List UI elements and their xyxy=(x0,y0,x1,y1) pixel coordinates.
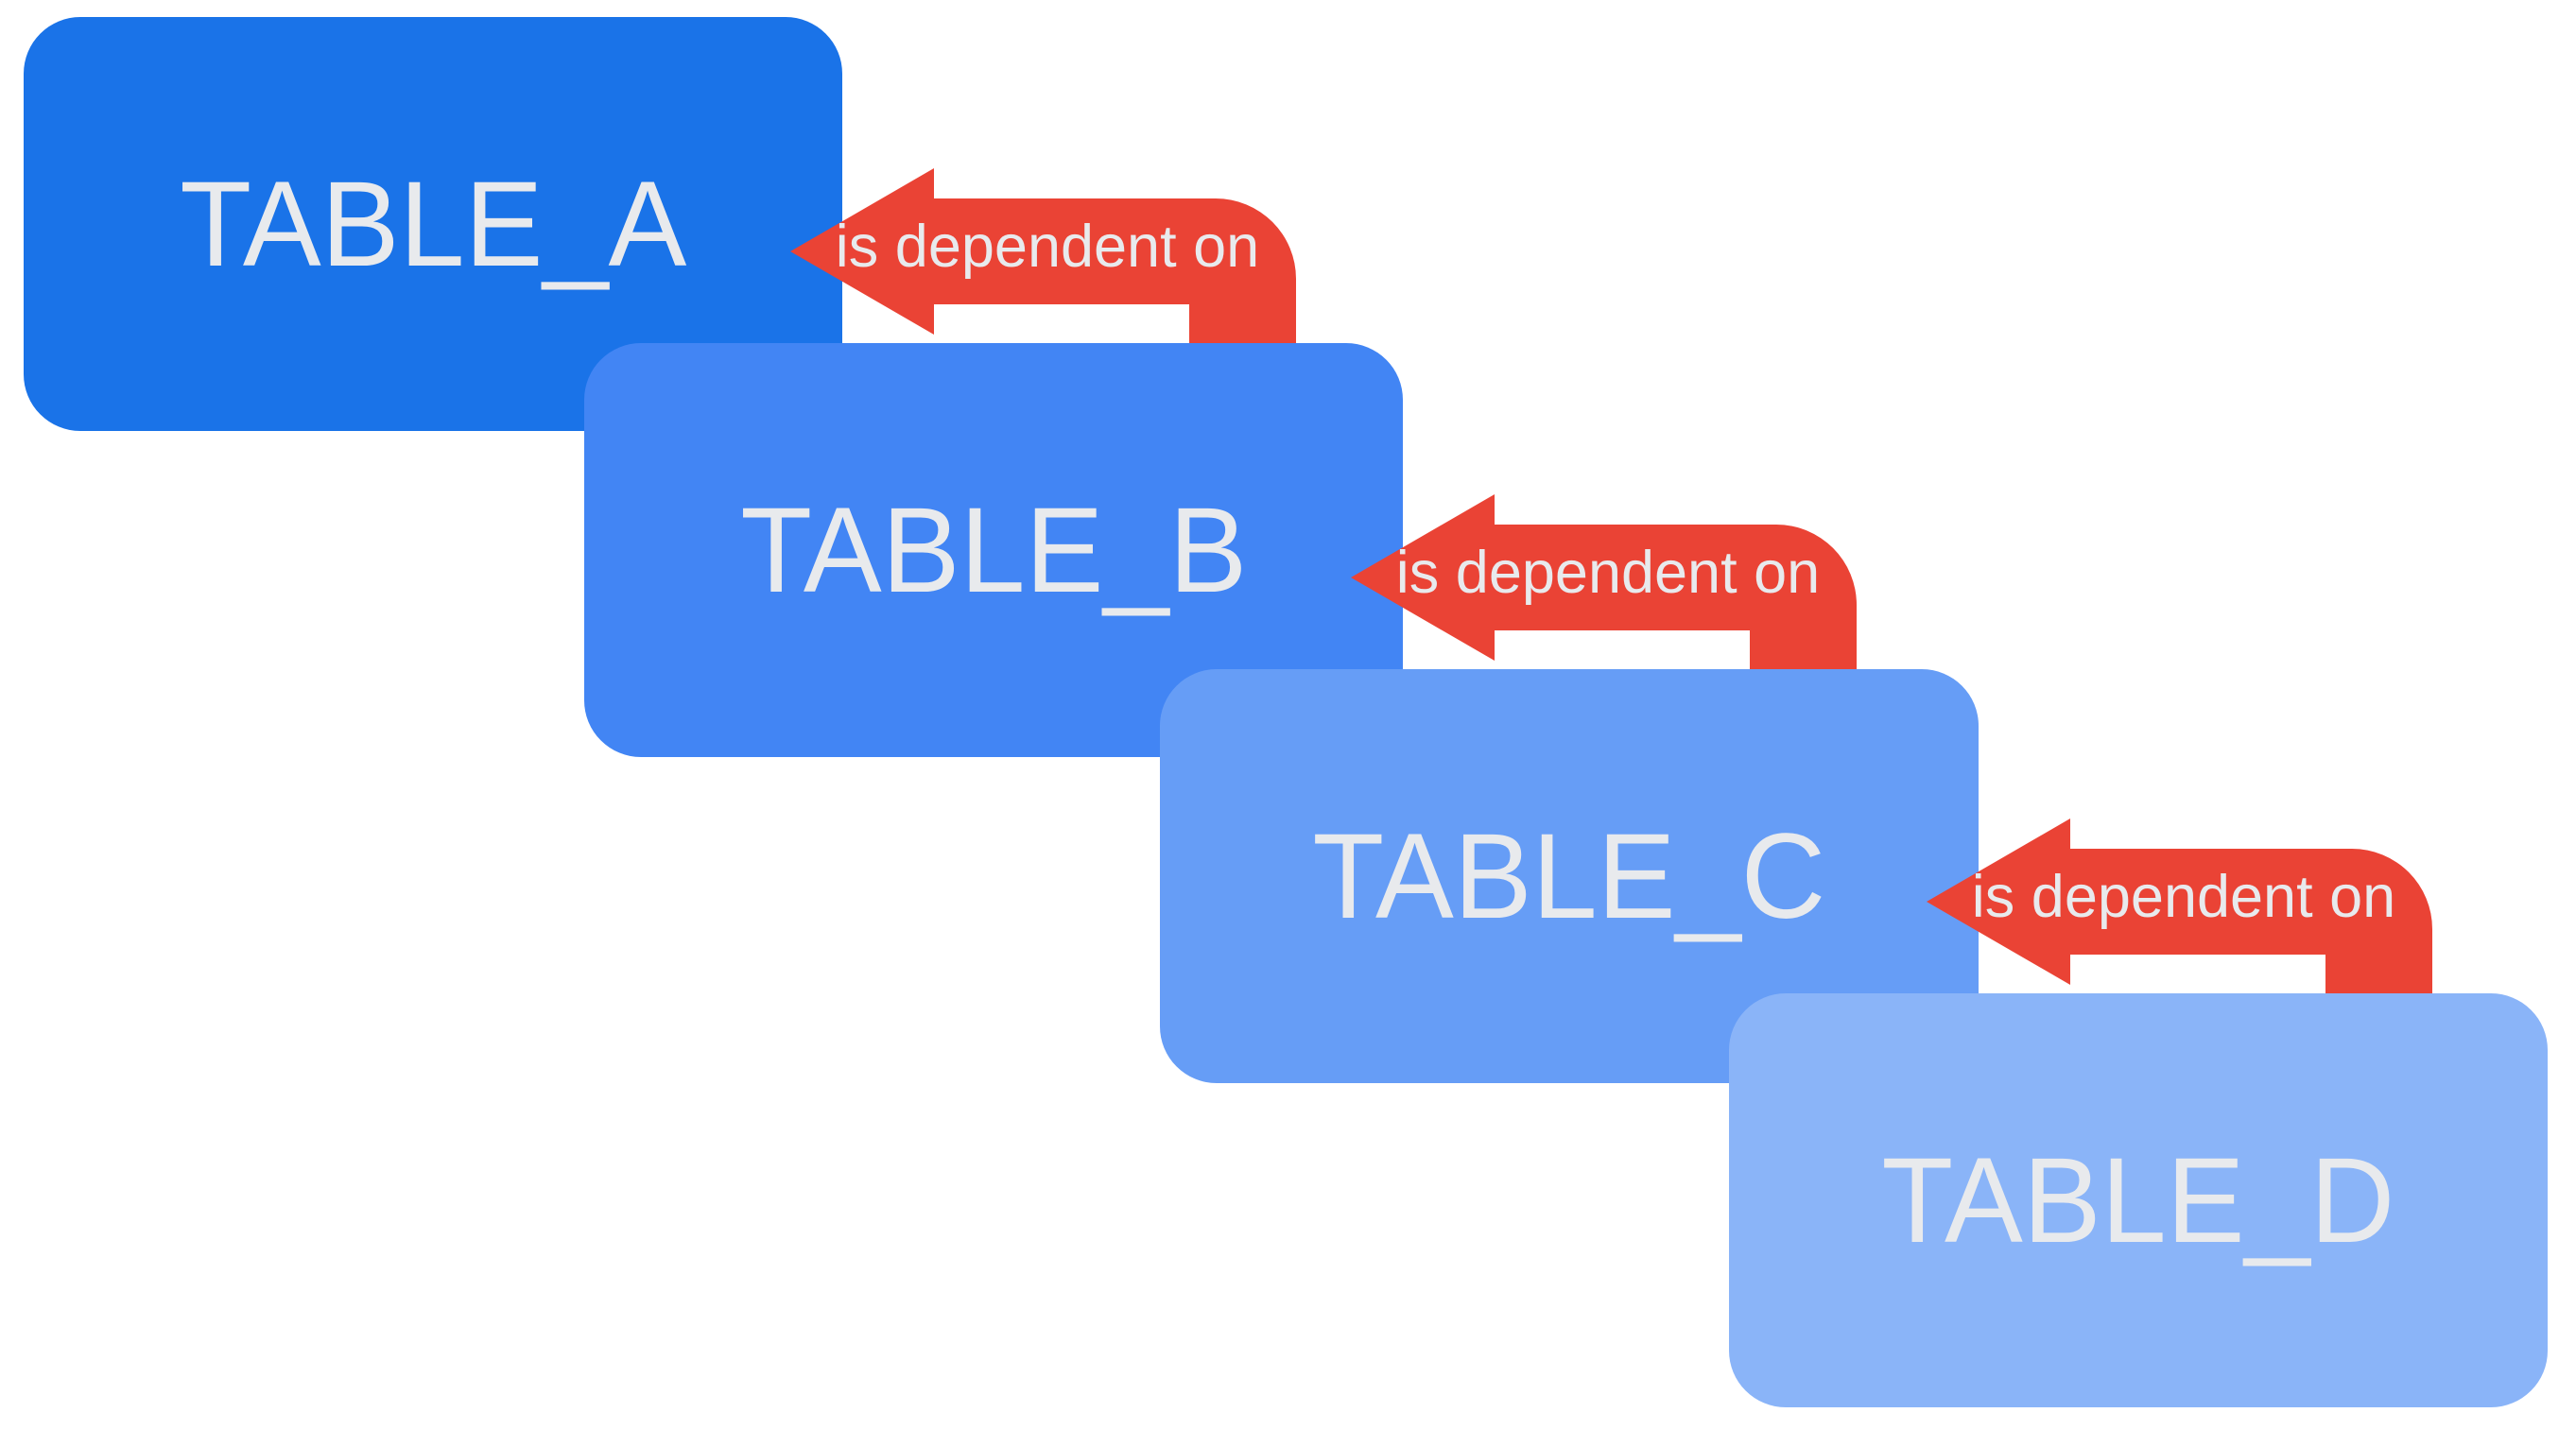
table-b-label: TABLE_B xyxy=(740,482,1247,618)
table-box-a: TABLE_A xyxy=(24,17,842,431)
left-arrow-icon xyxy=(1927,818,2432,996)
left-arrow-icon xyxy=(1351,494,1857,672)
table-a-label: TABLE_A xyxy=(180,156,686,292)
arrow-label: is dependent on xyxy=(836,214,1259,280)
dependency-arrow-c-to-b: is dependent on xyxy=(1351,494,1857,672)
left-arrow-icon xyxy=(790,168,1296,346)
dependency-arrow-b-to-a: is dependent on xyxy=(790,168,1296,346)
table-box-d: TABLE_D xyxy=(1729,993,2548,1407)
arrow-label: is dependent on xyxy=(1396,540,1820,606)
table-d-label: TABLE_D xyxy=(1881,1132,2395,1268)
table-box-b: TABLE_B xyxy=(584,343,1403,757)
arrow-label: is dependent on xyxy=(1972,864,2395,930)
table-c-label: TABLE_C xyxy=(1312,808,1826,944)
dependency-arrow-d-to-c: is dependent on xyxy=(1927,818,2432,996)
